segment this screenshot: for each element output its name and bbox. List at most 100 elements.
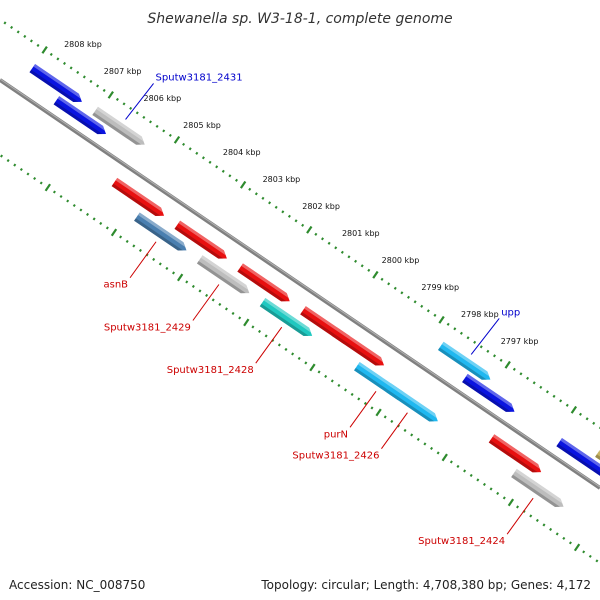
- gene-body: [134, 212, 187, 251]
- ruler-inner-tick-minor: [138, 248, 142, 253]
- ruler-inner-tick-minor: [330, 379, 334, 383]
- ruler-inner-tick-minor: [423, 442, 427, 446]
- gene-body: [92, 106, 145, 145]
- ruler-inner-tick-minor: [231, 311, 235, 316]
- ruler-outer-tick-minor: [499, 358, 503, 362]
- ruler-inner-tick-minor: [324, 374, 328, 378]
- gene-highlight: [33, 63, 81, 99]
- ruler-inner-tick-minor: [416, 437, 420, 441]
- ruler-inner-tick-minor: [297, 356, 301, 360]
- ruler-outer-tick-minor: [96, 84, 100, 88]
- ruler-outer-tick-major: [173, 135, 181, 144]
- ruler-outer-tick-minor: [294, 219, 298, 223]
- ruler-inner-tick-major: [507, 498, 515, 507]
- ruler-inner-tick-minor: [482, 482, 486, 486]
- gene-leader-line: [506, 497, 534, 535]
- ruler-outer-tick-minor: [559, 399, 563, 403]
- ruler-label: 2806 kbp: [143, 94, 181, 103]
- gene-body: [511, 468, 564, 507]
- gene-arrow: [92, 106, 145, 145]
- ruler-inner-tick-minor: [337, 383, 341, 387]
- gene-arrow: [111, 177, 165, 216]
- ruler-inner-tick-major: [573, 543, 581, 552]
- gene-body: [462, 373, 515, 412]
- ruler-inner-tick-minor: [529, 514, 533, 518]
- ruler-outer-tick-minor: [69, 66, 73, 70]
- ruler-inner-tick-minor: [6, 158, 10, 163]
- ruler-outer-tick-minor: [155, 124, 159, 128]
- gene-shade: [488, 440, 538, 473]
- ruler-inner-tick-minor: [370, 406, 374, 410]
- ruler-inner-tick-minor: [304, 361, 308, 365]
- ruler-outer-tick-minor: [426, 309, 430, 313]
- ruler-outer-tick-minor: [446, 322, 450, 326]
- gene-labels: Sputw3181_2431asnBSputw3181_2429Sputw318…: [104, 72, 521, 547]
- ruler-inner-tick-minor: [79, 208, 83, 212]
- ruler-label: 2804 kbp: [223, 148, 261, 157]
- ruler-inner-tick-minor: [542, 523, 546, 527]
- ruler-inner-tick-major: [176, 273, 184, 282]
- ruler-outer-tick-major: [107, 90, 114, 99]
- ruler-inner-tick-minor: [357, 397, 361, 401]
- ruler-outer-tick-minor: [281, 210, 285, 214]
- gene-leader-line: [129, 241, 157, 279]
- ruler-outer-tick-minor: [188, 147, 192, 151]
- gene-shade: [511, 474, 560, 507]
- ruler-inner-tick-minor: [595, 559, 599, 563]
- gene-highlight: [335, 327, 383, 362]
- gene-label-leaders: [125, 83, 534, 535]
- ruler-label: 2800 kbp: [382, 256, 420, 265]
- ruler-inner-tick-minor: [555, 532, 559, 536]
- gene-body: [437, 341, 491, 380]
- gene-shade: [29, 69, 79, 103]
- ruler-outer-tick-minor: [122, 102, 126, 106]
- ruler-inner-tick-minor: [436, 451, 440, 455]
- ruler-outer-dots: [3, 21, 600, 429]
- ruler-inner-tick-minor: [238, 316, 242, 320]
- ruler-inner-tick-minor: [410, 433, 414, 437]
- ruler-outer-tick-minor: [254, 192, 258, 196]
- ruler-outer-tick-minor: [10, 25, 14, 29]
- ruler-inner-tick-minor: [52, 190, 56, 194]
- ruler-inner-tick-minor: [72, 203, 76, 208]
- gene-arrow: [237, 263, 290, 302]
- ruler-outer-tick-minor: [148, 120, 153, 124]
- ruler-outer-tick-minor: [380, 277, 384, 281]
- ruler-outer-tick-major: [570, 405, 578, 414]
- ruler-outer-tick-minor: [168, 133, 172, 137]
- ruler-outer-tick-minor: [479, 345, 483, 349]
- ruler-inner-tick-minor: [191, 284, 195, 289]
- ruler-outer-tick-minor: [387, 282, 391, 286]
- ruler-inner-tick-minor: [403, 428, 407, 432]
- gene-leader-line: [470, 318, 500, 355]
- ruler-inner-tick-minor: [449, 460, 453, 464]
- gene-shade: [53, 101, 103, 135]
- ruler-label: 2803 kbp: [263, 175, 301, 184]
- ruler-outer-tick-minor: [201, 156, 205, 160]
- gene-highlight: [560, 437, 600, 473]
- ruler-outer-tick-minor: [585, 417, 589, 421]
- gene-shade: [385, 389, 435, 422]
- ruler-label: 2805 kbp: [183, 121, 221, 130]
- gene-body: [385, 383, 438, 422]
- ruler-inner-tick-minor: [26, 172, 30, 176]
- ruler-inner-tick-minor: [19, 167, 23, 172]
- gene-highlight: [515, 468, 563, 504]
- gene-arrow: [29, 63, 82, 103]
- ruler-inner-tick-minor: [152, 257, 156, 262]
- gene-highlight: [178, 220, 226, 256]
- gene-highlight: [241, 263, 289, 298]
- gene-arrow: [259, 297, 313, 337]
- ruler-outer-tick-minor: [526, 376, 530, 380]
- gene-leader-line: [192, 284, 220, 321]
- gene-shade: [92, 112, 142, 145]
- ruler-inner-tick-minor: [66, 199, 70, 203]
- gene-body: [111, 177, 165, 216]
- ruler-inner-tick-minor: [0, 154, 4, 158]
- gene-label: asnB: [104, 280, 129, 291]
- ruler-inner-tick-minor: [390, 419, 394, 423]
- ruler-outer-tick-minor: [102, 88, 106, 92]
- ruler-outer-tick-minor: [552, 394, 556, 398]
- gene-body: [488, 434, 542, 473]
